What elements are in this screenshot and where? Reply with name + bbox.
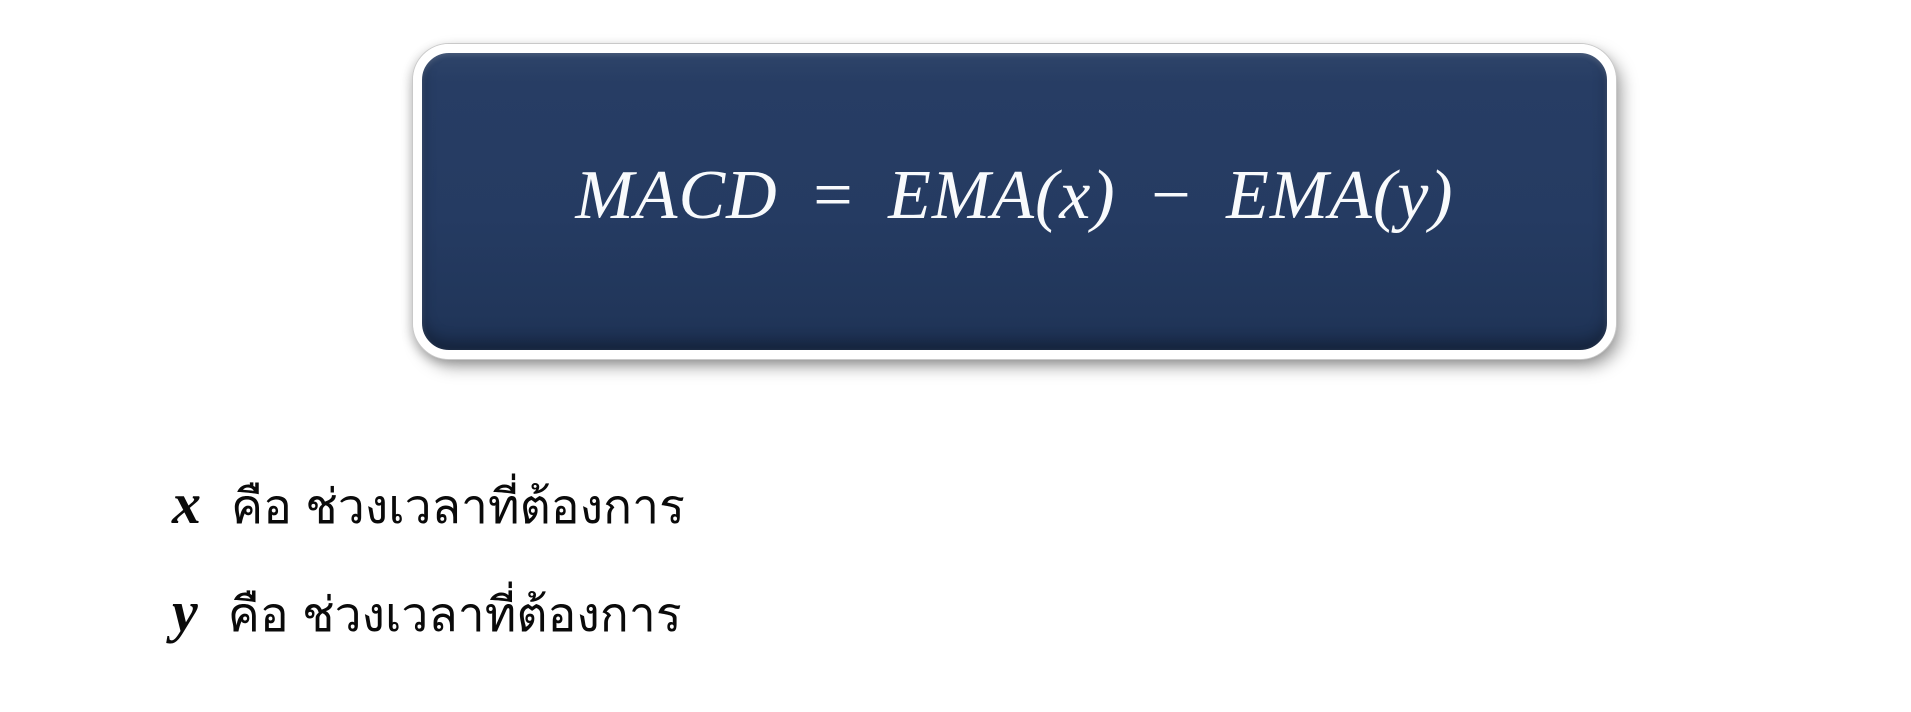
definition-description-x: คือ ช่วงเวลาที่ต้องการ <box>231 481 685 534</box>
definition-variable-y: y <box>172 579 198 644</box>
macd-formula-text: MACD = EMA(x) − EMA(y) <box>575 156 1454 234</box>
variable-definitions: x คือ ช่วงเวลาที่ต้องการ y คือ ช่วงเวลาท… <box>172 462 685 654</box>
formula-card: MACD = EMA(x) − EMA(y) <box>413 44 1616 359</box>
definition-description-y: คือ ช่วงเวลาที่ต้องการ <box>227 589 682 642</box>
definition-variable-x: x <box>172 471 201 536</box>
definition-row-y: y คือ ช่วงเวลาที่ต้องการ <box>172 570 685 654</box>
definition-row-x: x คือ ช่วงเวลาที่ต้องการ <box>172 462 685 546</box>
